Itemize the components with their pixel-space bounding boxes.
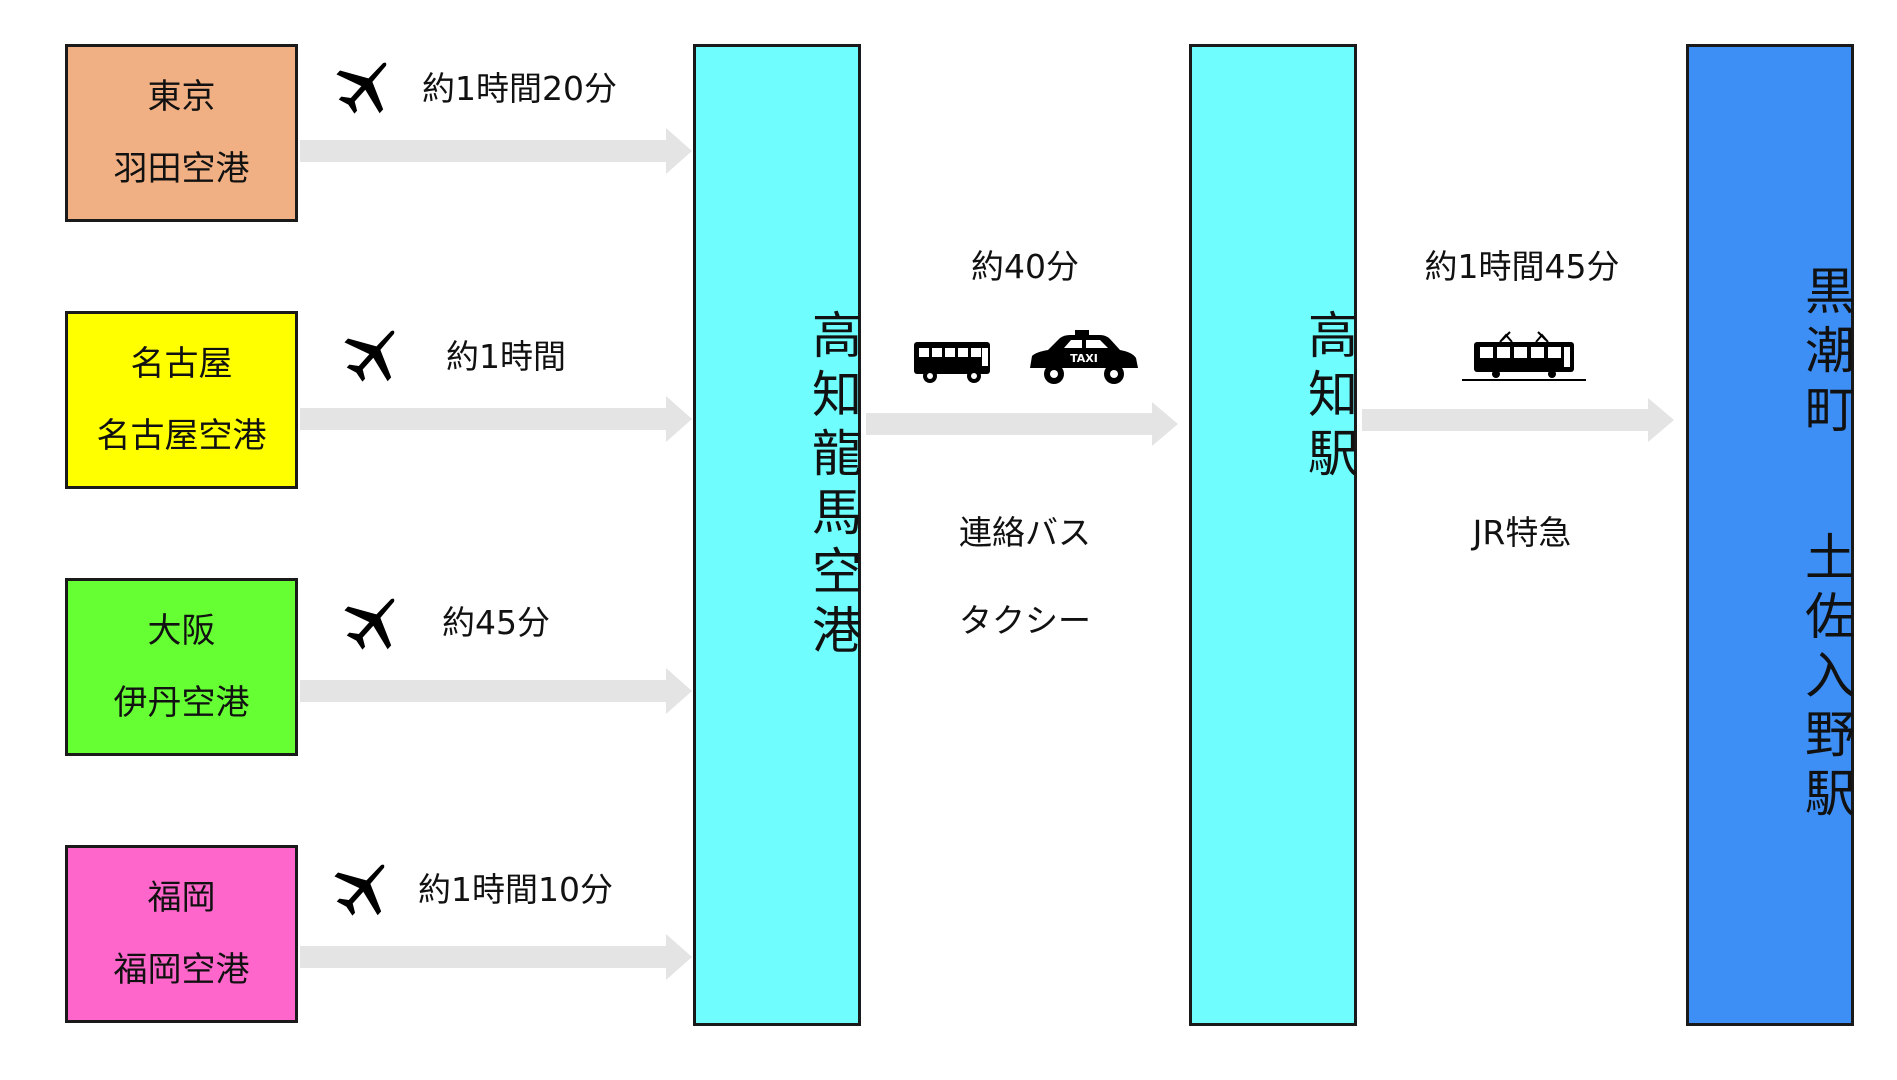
destination-town: 黒潮町	[1797, 265, 1855, 442]
taxi-icon: TAXI	[1030, 330, 1138, 384]
airplane-icon	[344, 330, 395, 382]
airplane-icon	[336, 62, 387, 114]
airplane-icon	[344, 598, 395, 650]
origin-city: 大阪	[147, 611, 216, 651]
destination-column: 黒潮町 土佐入野駅	[1686, 44, 1855, 1026]
flight-time-nagoya: 約1時間	[446, 337, 566, 376]
arrow-station-to-destination	[1362, 398, 1674, 442]
hub-airport-name: 高知龍馬空港	[804, 309, 862, 663]
origin-airport: 名古屋空港	[96, 416, 267, 456]
hub-airport-column: 高知龍馬空港	[693, 44, 862, 1026]
origin-city: 名古屋	[130, 344, 233, 384]
flight-time-tokyo: 約1時間20分	[422, 69, 617, 108]
origin-box-osaka: 大阪 伊丹空港	[65, 578, 298, 756]
transfer-mode-bus: 連絡バス	[959, 513, 1091, 552]
arrow-hub-to-station	[866, 402, 1178, 446]
origin-airport: 福岡空港	[113, 950, 250, 990]
arrow-osaka-to-hub	[300, 668, 692, 714]
train-icon	[1462, 331, 1586, 381]
origin-box-tokyo: 東京 羽田空港	[65, 44, 298, 222]
station-column: 高知駅	[1189, 44, 1358, 1026]
arrow-nagoya-to-hub	[300, 396, 692, 442]
origin-airport: 伊丹空港	[113, 683, 250, 723]
origin-city: 福岡	[147, 878, 216, 918]
rail-time: 約1時間45分	[1424, 247, 1620, 286]
arrow-fukuoka-to-hub	[300, 934, 692, 980]
transfer-time: 約40分	[971, 247, 1079, 286]
origin-box-nagoya: 名古屋 名古屋空港	[65, 311, 298, 489]
airplane-icon	[334, 864, 385, 916]
origin-airport: 羽田空港	[113, 149, 250, 189]
flight-time-osaka: 約45分	[442, 603, 550, 642]
taxi-sign-text: TAXI	[1070, 352, 1098, 365]
station-name: 高知駅	[1300, 309, 1358, 486]
transfer-mode-taxi: タクシー	[959, 601, 1091, 640]
arrow-tokyo-to-hub	[300, 128, 692, 174]
origin-city: 東京	[147, 77, 216, 117]
rail-mode: JR特急	[1472, 513, 1572, 552]
origin-box-fukuoka: 福岡 福岡空港	[65, 845, 298, 1023]
destination-station: 土佐入野駅	[1797, 531, 1855, 826]
flight-time-fukuoka: 約1時間10分	[418, 870, 613, 909]
bus-icon	[914, 342, 990, 383]
